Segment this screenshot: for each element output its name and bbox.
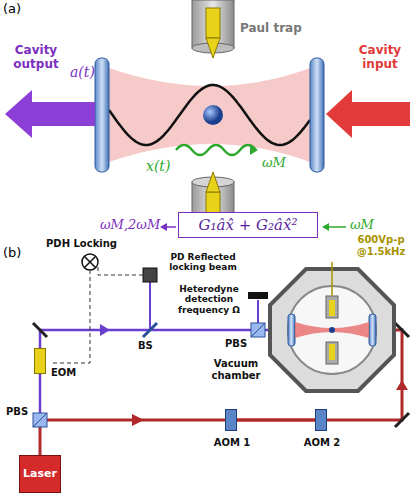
paul-trap — [192, 0, 234, 230]
motion-arrow — [250, 145, 258, 155]
input-arrow — [326, 90, 410, 138]
label: PBS — [225, 338, 247, 350]
aom-crystal: AOM 2 — [315, 409, 327, 431]
label: PD Reflected locking beam — [162, 252, 244, 273]
laser-box: Laser — [19, 455, 61, 493]
aom-crystal: AOM 1 — [225, 409, 237, 431]
standing-wave — [109, 85, 310, 145]
cavity-mirror — [95, 58, 109, 172]
label: (a) — [3, 2, 21, 17]
cavity-beam — [109, 68, 310, 162]
cavity-mirror — [310, 58, 324, 172]
label: Heterodyne detection frequency Ω — [168, 284, 250, 315]
beam-connector — [237, 420, 315, 421]
node-label: AOM 1 — [214, 437, 251, 448]
node-label: EOM — [51, 367, 76, 378]
label: BS — [138, 340, 153, 352]
label: Vacuum chamber — [206, 358, 266, 381]
beams — [40, 282, 408, 455]
output-arrow — [5, 90, 95, 138]
ion — [203, 105, 223, 125]
node-label: G₁âx̂ + G₂âx̂² — [179, 213, 317, 234]
arrow-head — [160, 223, 167, 231]
label: Cavity input — [350, 44, 410, 72]
label: Cavity output — [6, 44, 66, 72]
node-label: Laser — [20, 456, 60, 480]
label: PBS — [6, 406, 28, 418]
label: x(t) — [146, 158, 170, 174]
label: ωM,2ωM — [100, 218, 160, 233]
label: PDH Locking — [46, 238, 117, 250]
motion-wiggle — [176, 145, 256, 155]
arrow-head — [322, 223, 329, 231]
label: ωM — [262, 156, 286, 171]
label: 600Vp-p @1.5kHz — [346, 234, 415, 257]
vacuum-chamber — [270, 262, 394, 391]
equation-box: G₁âx̂ + G₂âx̂² — [178, 212, 318, 238]
node-label: AOM 2 — [304, 437, 341, 448]
eom-crystal: EOM — [34, 348, 46, 374]
label: Paul trap — [240, 22, 302, 36]
label: (b) — [3, 246, 21, 261]
optical-elements — [33, 254, 409, 427]
label: ωM — [350, 218, 374, 233]
label: a(t) — [70, 64, 95, 80]
